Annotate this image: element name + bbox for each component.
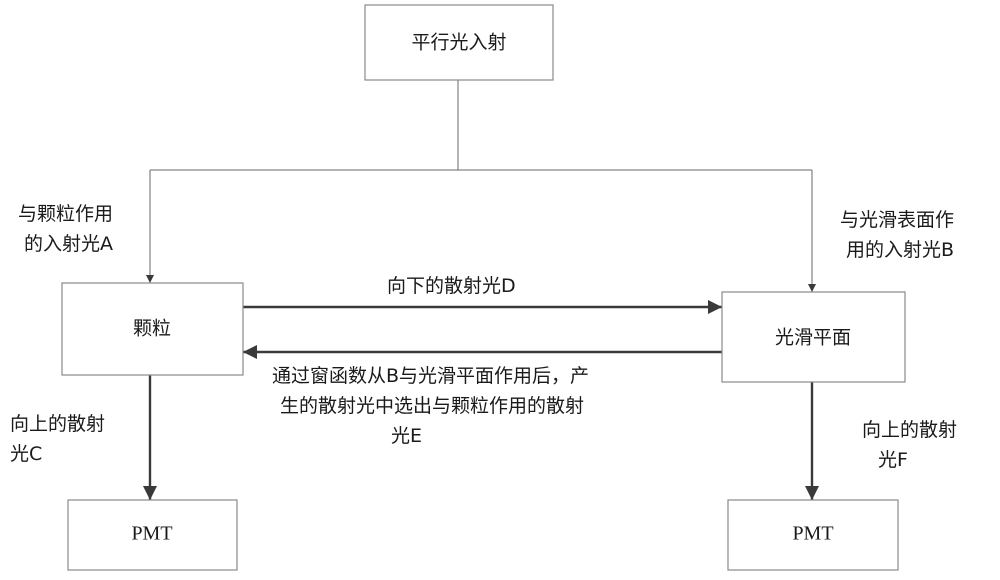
- label-line: 生的散射光中选出与颗粒作用的散射: [280, 395, 584, 417]
- label-line: 用的入射光B: [846, 239, 954, 261]
- node-source: 平行光入射: [364, 4, 554, 81]
- label-line: 与颗粒作用: [18, 203, 113, 225]
- node-pmt-right: PMT: [727, 499, 899, 571]
- node-pmt-right-label: PMT: [792, 523, 833, 545]
- node-particle: 颗粒: [61, 282, 244, 376]
- node-surface-label: 光滑平面: [775, 327, 851, 349]
- label-line: 光C: [10, 443, 42, 465]
- label-scatter-e: 通过窗函数从B与光滑平面作用后，产 生的散射光中选出与颗粒作用的散射 光E: [272, 365, 589, 447]
- label-line: 的入射光A: [24, 233, 113, 255]
- label-line: 光F: [878, 449, 908, 471]
- node-surface: 光滑平面: [721, 291, 906, 383]
- node-particle-label: 颗粒: [133, 318, 171, 340]
- label-line: 光E: [391, 425, 422, 447]
- label-line: 与光滑表面作: [840, 209, 954, 231]
- label-scatter-f: 向上的散射 光F: [862, 419, 957, 471]
- label-line: 向上的散射: [10, 413, 105, 435]
- label-incident-a: 与颗粒作用 的入射光A: [18, 203, 113, 255]
- split-connector: [150, 80, 812, 171]
- node-source-label: 平行光入射: [411, 32, 506, 54]
- node-pmt-left-label: PMT: [131, 523, 172, 545]
- label-incident-b: 与光滑表面作 用的入射光B: [840, 209, 954, 261]
- label-line: 向上的散射: [862, 419, 957, 441]
- label-scatter-d: 向下的散射光D: [387, 275, 516, 297]
- label-scatter-c: 向上的散射 光C: [10, 413, 105, 465]
- node-pmt-left: PMT: [67, 499, 238, 571]
- label-line: 通过窗函数从B与光滑平面作用后，产: [272, 365, 589, 387]
